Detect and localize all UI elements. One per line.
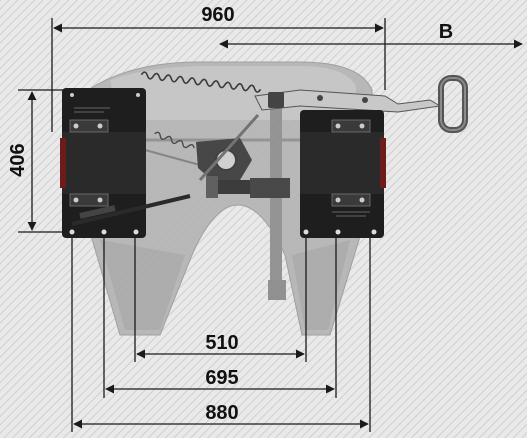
left-mounting-pad <box>60 88 191 238</box>
bar-foot <box>268 280 286 300</box>
label-695: 695 <box>205 367 238 389</box>
pull-handle-icon <box>438 75 468 133</box>
release-lever <box>254 89 442 113</box>
coil-spring-icon <box>140 71 262 149</box>
label-b: B <box>439 21 453 43</box>
label-510: 510 <box>205 332 238 354</box>
dimension-lines <box>18 18 523 432</box>
label-406: 406 <box>7 143 29 176</box>
right-mounting-pad <box>300 110 386 238</box>
label-960: 960 <box>201 4 234 26</box>
label-880: 880 <box>205 402 238 424</box>
plate-left-horn <box>100 240 185 330</box>
